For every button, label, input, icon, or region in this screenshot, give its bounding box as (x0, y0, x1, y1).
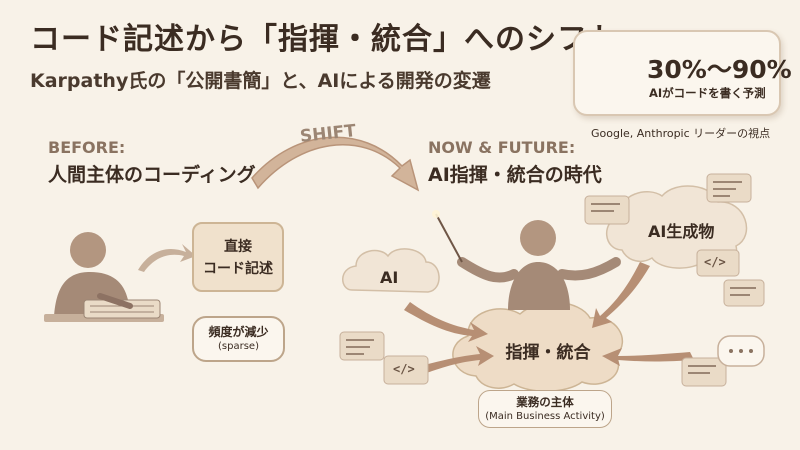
code-card-icon (723, 279, 765, 307)
flow-arrow (404, 302, 488, 342)
now-heading: NOW & FUTURE: (428, 138, 576, 157)
flow-arrow (420, 346, 494, 374)
shift-arrow-icon (251, 136, 420, 192)
page-title: コード記述から「指揮・統合」へのシフト (30, 22, 619, 57)
typing-person-icon (44, 232, 164, 322)
small-curved-arrow (138, 244, 196, 272)
chat-bubble-icon (717, 335, 765, 367)
conductor-figure-icon (457, 220, 621, 310)
ai-generated-label: AI生成物 (648, 222, 715, 241)
now-subheading: AI指揮・統合の時代 (428, 164, 602, 186)
stat-value: 30%〜90% (647, 55, 792, 84)
main-activity-sub: (Main Business Activity) (485, 411, 605, 422)
main-activity-label: 業務の主体 (516, 395, 574, 409)
before-heading: BEFORE: (48, 138, 126, 157)
direct-coding-box: 直接 コード記述 (192, 222, 284, 292)
stat-label: AIがコードを書く予測 (649, 86, 766, 100)
main-activity-badge: 業務の主体 (Main Business Activity) (478, 390, 612, 428)
code-card-icon (696, 249, 740, 277)
frequency-sub: (sparse) (218, 341, 259, 352)
flow-arrow (602, 348, 694, 366)
code-symbol: </> (393, 362, 415, 376)
direct-coding-line2: コード記述 (203, 261, 273, 277)
stat-source: Google, Anthropic リーダーの視点 (591, 127, 771, 140)
before-subheading: 人間主体のコーディング (48, 164, 256, 186)
code-symbol: </> (704, 255, 726, 269)
baton-icon (432, 210, 463, 263)
code-card-icon (681, 357, 727, 387)
direct-coding-line1: 直接 (224, 239, 252, 255)
code-card-icon (706, 173, 752, 203)
ai-cloud-label: AI (380, 268, 399, 287)
code-card-icon (584, 195, 630, 225)
stat-card: 30%〜90% AIがコードを書く予測 (573, 30, 792, 116)
frequency-bubble: 頻度が減少 (sparse) (192, 316, 285, 362)
cloud-icon (342, 248, 440, 293)
orchestration-label: 指揮・統合 (505, 343, 591, 363)
flow-arrow (592, 262, 650, 328)
frequency-main: 頻度が減少 (208, 325, 269, 339)
code-card-icon (383, 355, 429, 385)
code-card-icon (339, 331, 385, 361)
page-subtitle: Karpathy氏の「公開書簡」と、AIによる開発の変遷 (30, 70, 491, 92)
